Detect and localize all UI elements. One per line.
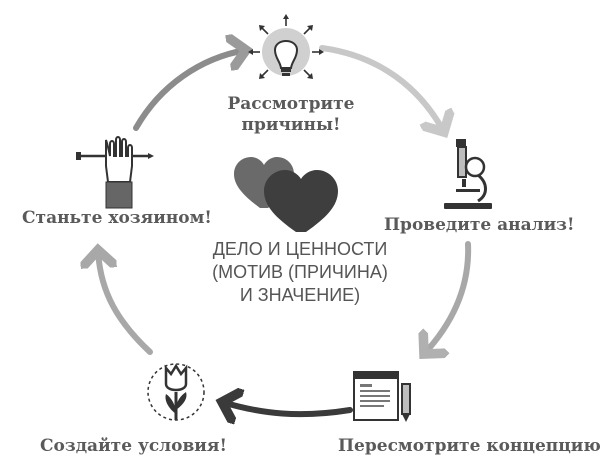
center-line-3: И ЗНАЧЕНИЕ) bbox=[239, 285, 361, 305]
step-1-line1: Рассмотрите bbox=[227, 94, 355, 114]
arrow-2-to-3 bbox=[424, 241, 472, 354]
center-line-2: (МОТИВ (ПРИЧИНА) bbox=[212, 262, 388, 282]
tulip-icon bbox=[147, 363, 205, 421]
center-title: ДЕЛО И ЦЕННОСТИ (МОТИВ (ПРИЧИНА) И ЗНАЧЕ… bbox=[170, 238, 430, 307]
arrow-1-to-2 bbox=[319, 45, 444, 132]
step-label-4: Создайте условия! bbox=[40, 436, 227, 457]
document-pencil-icon bbox=[353, 371, 411, 422]
arrow-3-to-4 bbox=[222, 402, 353, 414]
center-line-1: ДЕЛО И ЦЕННОСТИ bbox=[212, 239, 388, 259]
lightbulb-icon bbox=[248, 14, 324, 79]
step-3-text: Пересмотрите концепцию! bbox=[338, 436, 600, 456]
arrow-5-to-1 bbox=[133, 50, 246, 131]
step-2-text: Проведите анализ! bbox=[384, 215, 575, 235]
step-4-text: Создайте условия! bbox=[40, 436, 227, 456]
step-1-line2: причины! bbox=[241, 115, 341, 135]
hand-pencil-icon bbox=[76, 136, 154, 209]
arrow-4-to-5 bbox=[98, 250, 153, 355]
step-label-1: Рассмотрите причины! bbox=[226, 94, 356, 136]
microscope-icon bbox=[444, 139, 492, 209]
step-label-5: Станьте хозяином! bbox=[22, 208, 212, 229]
step-5-text: Станьте хозяином! bbox=[22, 208, 212, 228]
step-label-3: Пересмотрите концепцию! bbox=[338, 436, 600, 457]
hearts-icon bbox=[234, 157, 338, 232]
step-label-2: Проведите анализ! bbox=[384, 215, 575, 236]
